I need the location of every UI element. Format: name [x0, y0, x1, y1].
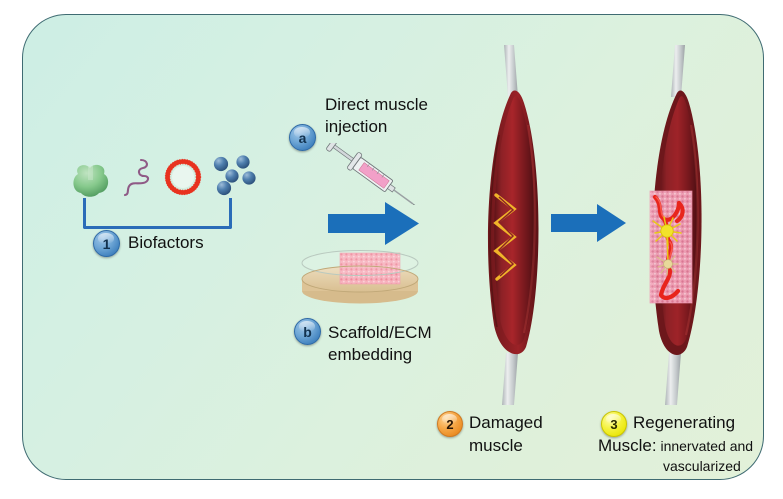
regenerating-muscle-illustration [649, 45, 702, 405]
damaged-muscle-illustration [487, 45, 539, 405]
route-b-badge-label: b [303, 323, 312, 340]
biofactors-bracket [83, 198, 232, 229]
petri-dish-icon [301, 250, 419, 304]
step-2-label-line1: Damaged [469, 413, 543, 432]
step-3-badge: 3 [601, 411, 627, 437]
arrow-biofactors-to-muscle [328, 202, 419, 245]
syringe-icon [326, 143, 416, 205]
step-3-label-line1: Regenerating [633, 413, 736, 432]
liposome-vesicle-icon [164, 158, 202, 196]
route-a-label-line1: Direct muscle [325, 95, 428, 114]
step-3-label-line2: Muscle: [598, 436, 657, 455]
step-3-label-line3-small: vascularized [663, 458, 741, 474]
route-b-label-line1: Scaffold/ECM [328, 323, 432, 342]
route-a-label-line2: injection [325, 117, 388, 136]
arrow-muscle-to-regeneration [551, 204, 626, 242]
route-a-badge-label: a [298, 129, 307, 146]
route-b-badge: b [294, 318, 321, 345]
step-2-badge: 2 [437, 411, 463, 437]
nanoparticles-icon [213, 155, 256, 196]
nucleic-acid-strand-icon [123, 158, 150, 197]
route-b-label-line2: embedding [328, 345, 413, 364]
step-1-badge-label: 1 [102, 235, 111, 252]
step-1-label: Biofactors [128, 233, 204, 252]
step-2-badge-label: 2 [446, 416, 454, 432]
step-1-badge: 1 [93, 230, 120, 257]
diagram-panel: 1 Biofactors a Direct muscle injection [22, 14, 764, 480]
protein-growth-factor-icon [73, 164, 109, 197]
step-3-label-line2-small: innervated and [656, 438, 754, 454]
step-2-label-line2: muscle [469, 436, 523, 455]
step-3-label-line2-wrap: Muscle: innervated and [598, 436, 753, 456]
step-3-badge-label: 3 [610, 416, 618, 432]
route-a-badge: a [289, 124, 316, 151]
